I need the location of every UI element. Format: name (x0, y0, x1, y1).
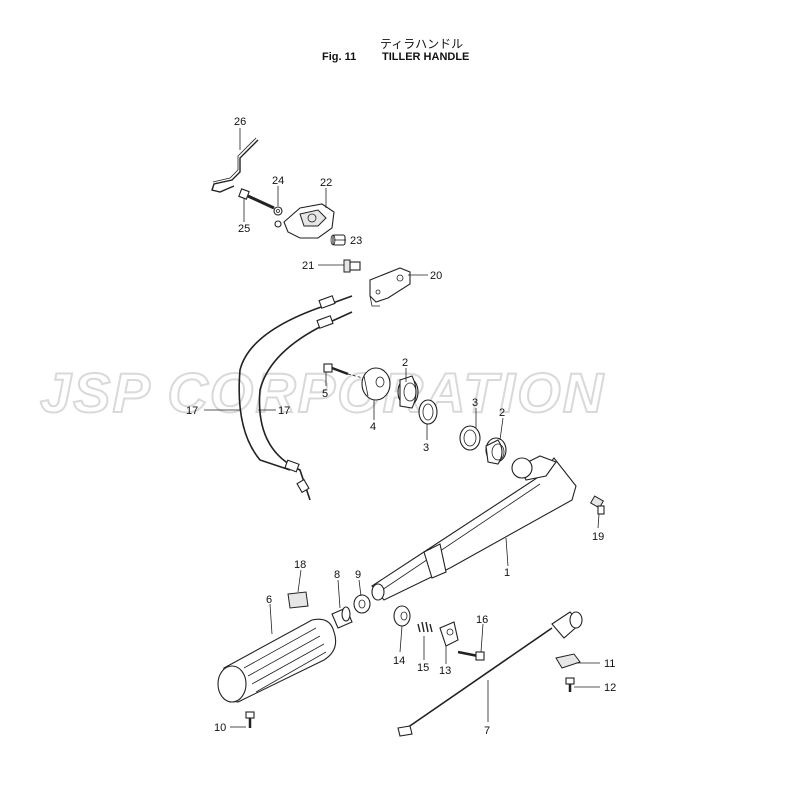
part-16-screw (457, 650, 485, 661)
part-6-grip (217, 618, 337, 703)
callout-21: 21 (302, 260, 314, 272)
part-25-bolt (238, 188, 275, 210)
part-4-friction-disc (361, 367, 391, 401)
part-15-spring (417, 621, 433, 633)
watermark-text: JSP CORPORATION (40, 361, 605, 424)
part-8-collar (331, 606, 353, 629)
part-12-screw (565, 677, 575, 692)
callout-15: 15 (417, 662, 429, 674)
callout-13: 13 (439, 665, 451, 677)
callout-17-right: 17 (278, 405, 290, 417)
part-9-bushing (353, 594, 371, 614)
callout-23: 23 (350, 235, 362, 247)
callout-19: 19 (592, 531, 604, 543)
title-english: TILLER HANDLE (382, 51, 469, 63)
callout-12: 12 (604, 682, 616, 694)
part-3-ring-upper (418, 399, 438, 425)
leader-lines (204, 128, 600, 728)
part-17-cables (238, 295, 353, 501)
callout-8: 8 (334, 569, 340, 581)
callout-7: 7 (484, 725, 490, 737)
callout-6: 6 (266, 594, 272, 606)
callout-22: 22 (320, 177, 332, 189)
part-19-bolt (589, 495, 605, 515)
callout-24: 24 (272, 175, 284, 187)
callout-18: 18 (294, 559, 306, 571)
callout-17-left: 17 (186, 405, 198, 417)
part-18-label-sticker (287, 591, 309, 609)
callout-3-lower: 3 (472, 397, 478, 409)
callout-10: 10 (214, 722, 226, 734)
callout-25: 25 (238, 223, 250, 235)
part-2-bushing-upper (397, 375, 419, 409)
part-24-washer (273, 206, 283, 216)
part-14-stopper (393, 605, 411, 627)
figure-label: Fig. 11 (322, 51, 356, 63)
title-japanese: ティラハンドル (380, 37, 463, 51)
callout-20: 20 (430, 270, 442, 282)
watermark: JSP CORPORATION (39, 360, 605, 425)
callout-4: 4 (370, 421, 376, 433)
callout-11: 11 (604, 658, 615, 670)
part-5-screw (323, 363, 371, 381)
callout-2-lower: 2 (499, 407, 505, 419)
callout-26: 26 (234, 116, 246, 128)
callout-2-upper: 2 (402, 357, 408, 369)
callout-9: 9 (355, 569, 361, 581)
part-10-screw (245, 711, 255, 728)
part-1-tiller-arm (371, 455, 577, 601)
callout-labels: 26 24 22 25 23 21 20 2 5 4 3 3 2 17 17 1… (186, 116, 616, 737)
part-22-bracket (274, 203, 335, 239)
part-7-stop-cable (397, 611, 583, 737)
part-13-clamp (439, 621, 459, 647)
part-2-bushing-lower (485, 437, 507, 465)
part-11-clip (555, 653, 581, 669)
callout-1: 1 (504, 567, 510, 579)
callout-16: 16 (476, 614, 488, 626)
part-20-plate (369, 267, 411, 307)
callout-5: 5 (322, 388, 328, 400)
callout-3-upper: 3 (423, 442, 429, 454)
callout-14: 14 (393, 655, 405, 667)
part-3-ring-lower (459, 425, 481, 451)
part-21-bolt (343, 259, 361, 273)
part-26-wire-rod (211, 137, 259, 193)
